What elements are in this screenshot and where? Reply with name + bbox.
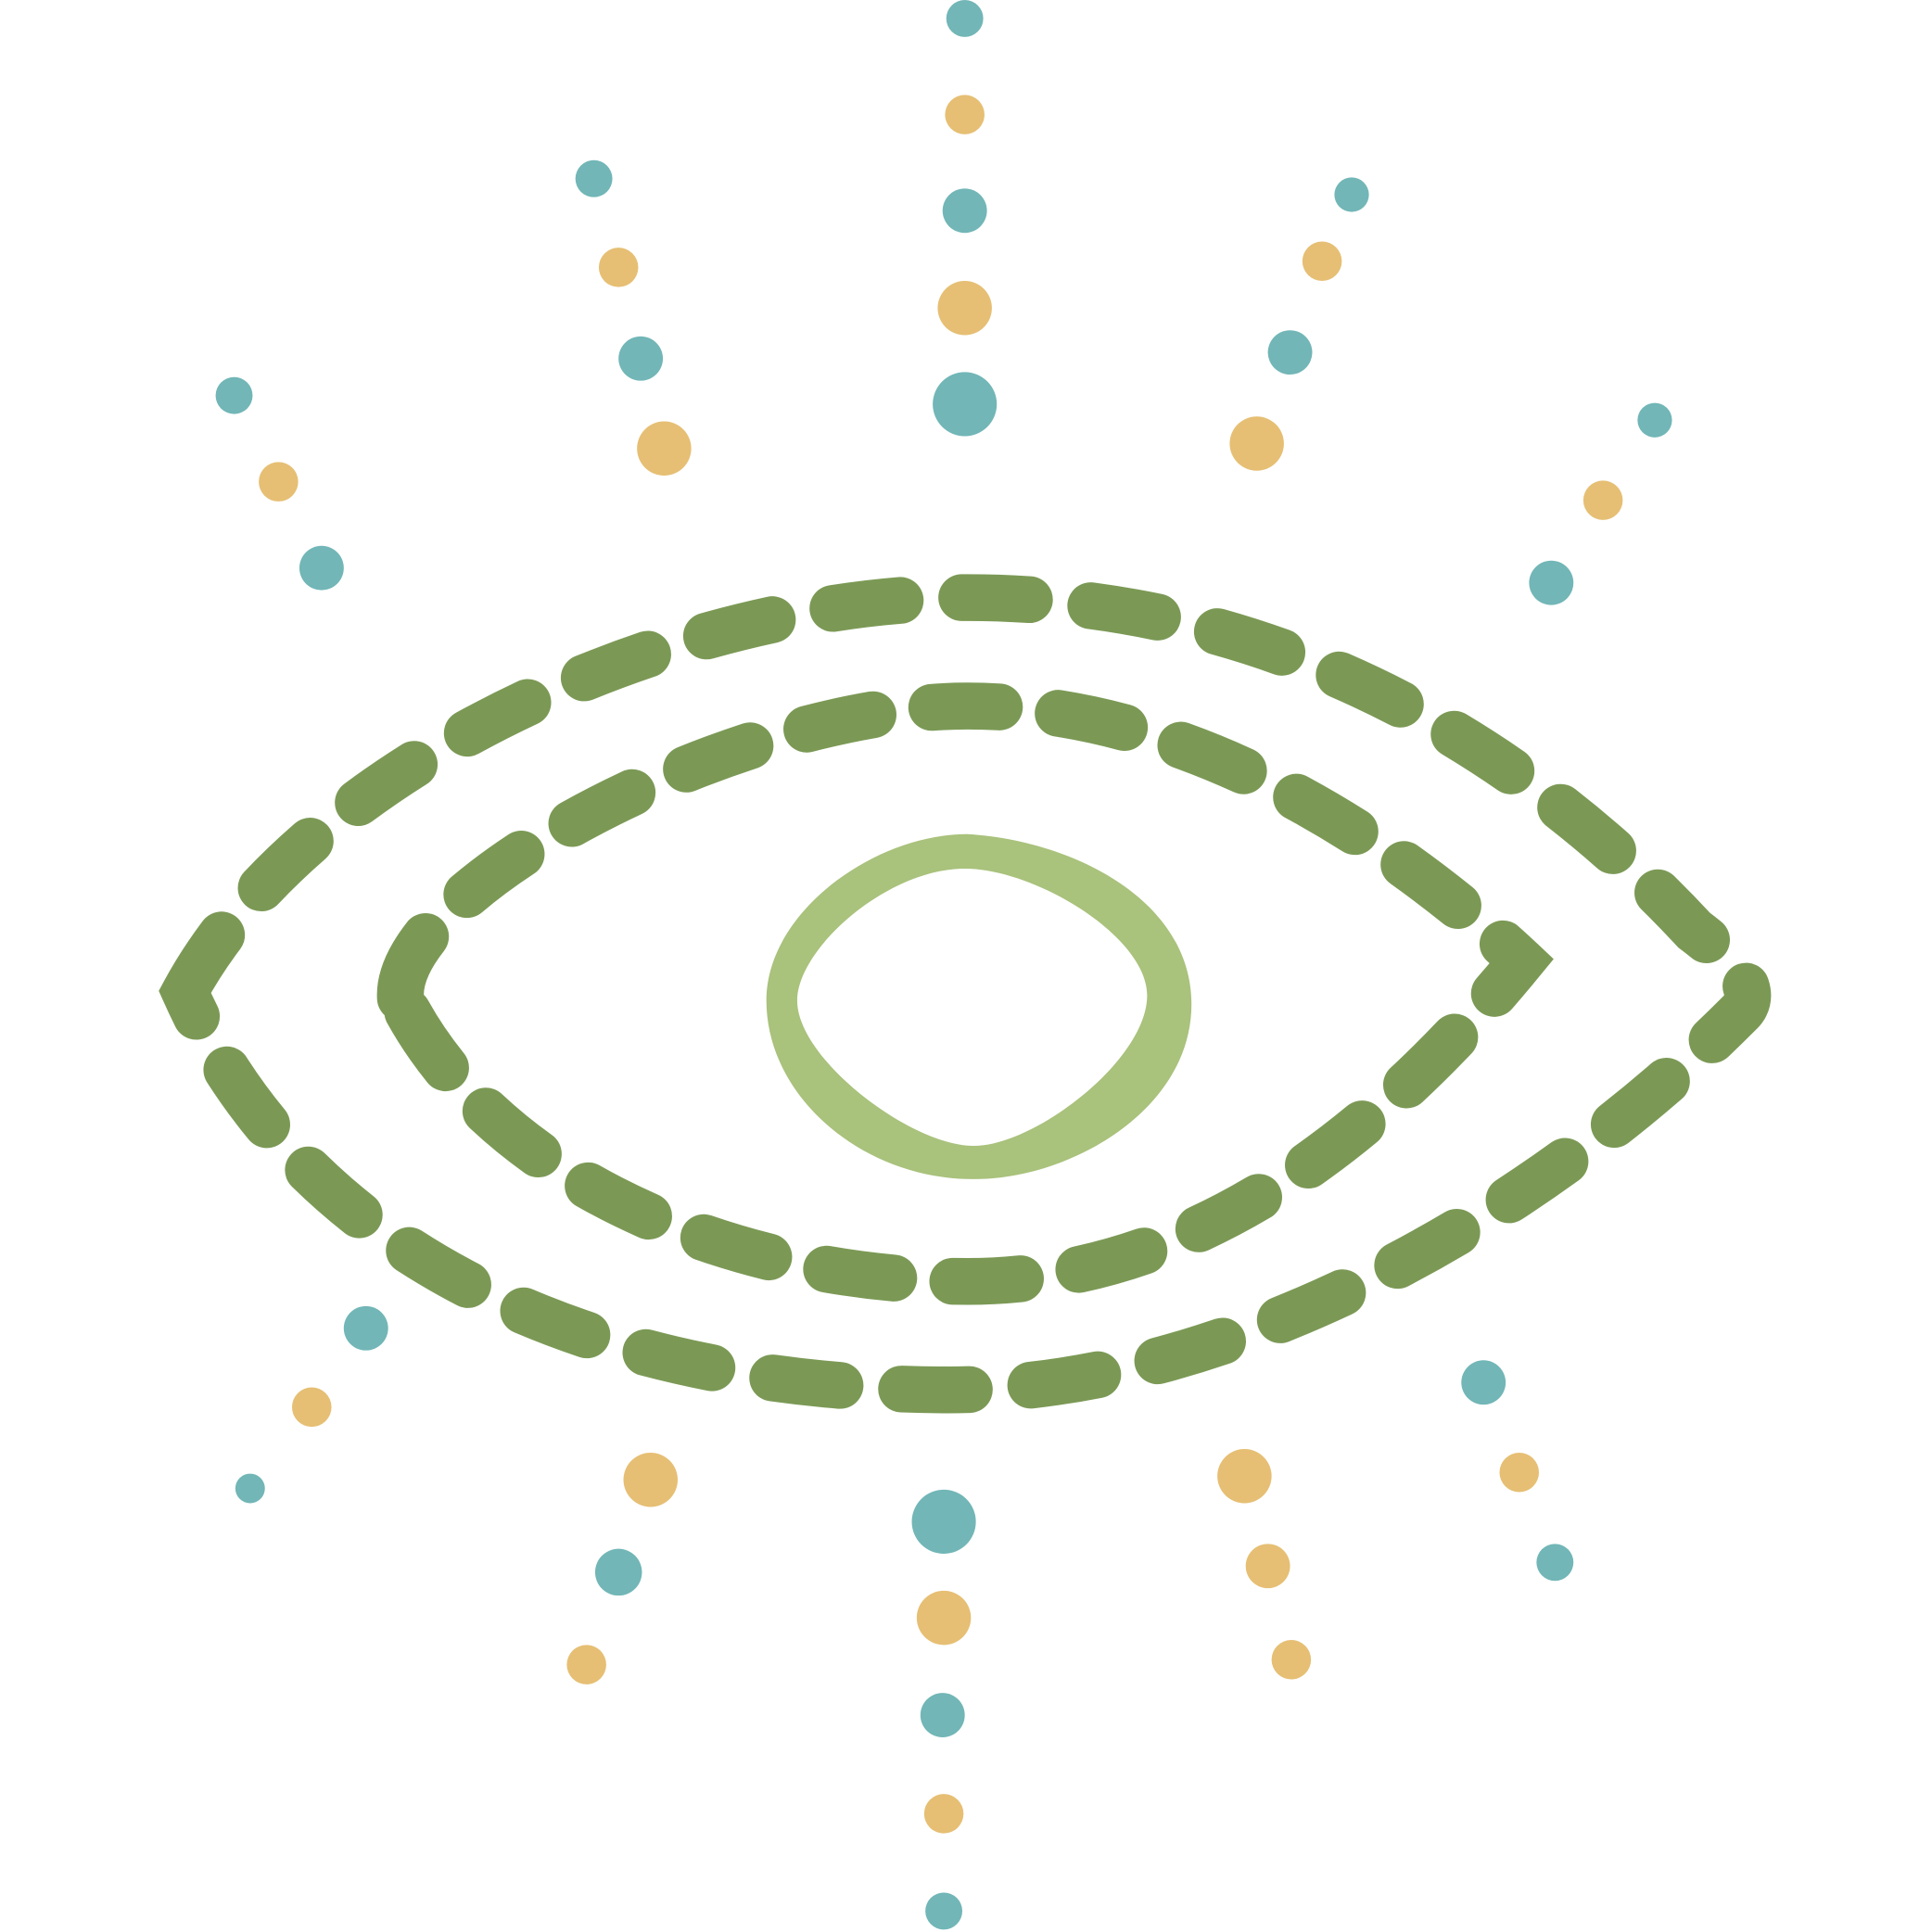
teal-dot xyxy=(933,372,998,437)
yellow-dot xyxy=(1245,1544,1290,1589)
teal-dot xyxy=(594,1548,642,1596)
teal-dot xyxy=(1334,177,1369,212)
yellow-dot xyxy=(259,462,299,502)
yellow-dot xyxy=(598,248,639,287)
teal-dot xyxy=(575,159,613,197)
yellow-dot xyxy=(623,1452,678,1507)
teal-dot xyxy=(1637,402,1672,438)
decorative-dots xyxy=(215,0,1672,1930)
yellow-dot xyxy=(566,1645,606,1684)
yellow-dot xyxy=(1271,1640,1312,1680)
yellow-dot xyxy=(1582,480,1623,520)
teal-dot xyxy=(215,376,253,414)
teal-dot xyxy=(618,336,664,381)
teal-dot xyxy=(1536,1544,1574,1582)
inner-dashed-eye-outline xyxy=(376,682,1554,1305)
yellow-dot xyxy=(1302,241,1342,282)
teal-dot xyxy=(1529,560,1574,605)
teal-dot xyxy=(343,1305,388,1351)
yellow-dot xyxy=(291,1387,332,1428)
teal-dot xyxy=(299,545,344,591)
yellow-dot xyxy=(637,421,692,477)
teal-dot xyxy=(911,1489,976,1554)
teal-dot xyxy=(235,1473,265,1504)
yellow-dot xyxy=(916,1590,972,1646)
iris-ring xyxy=(766,833,1192,1179)
yellow-dot xyxy=(1499,1452,1540,1493)
teal-dot xyxy=(1267,330,1313,375)
yellow-dot xyxy=(937,281,992,336)
teal-dot xyxy=(946,0,984,37)
yellow-dot xyxy=(1229,416,1284,471)
teal-dot xyxy=(942,188,987,234)
teal-dot xyxy=(920,1693,965,1738)
teal-dot xyxy=(1461,1360,1506,1405)
outer-dashed-eye-outline xyxy=(159,574,1772,1414)
teal-dot xyxy=(925,1892,963,1930)
yellow-dot xyxy=(945,95,985,134)
yellow-dot xyxy=(1217,1449,1272,1504)
yellow-dot xyxy=(923,1794,964,1834)
